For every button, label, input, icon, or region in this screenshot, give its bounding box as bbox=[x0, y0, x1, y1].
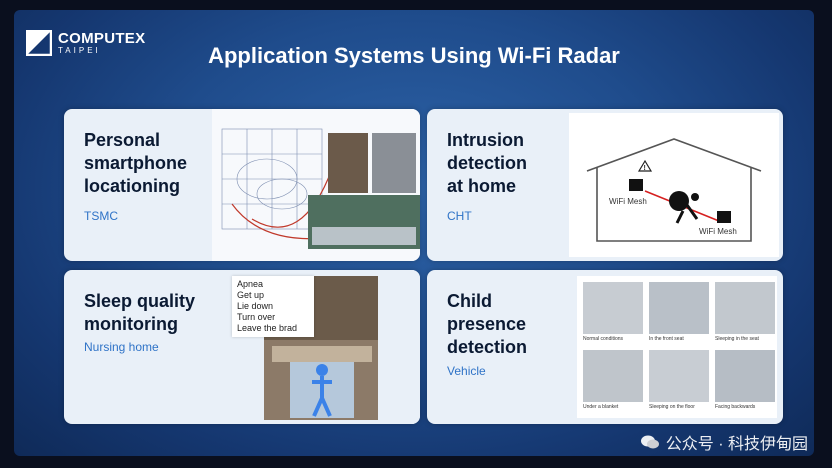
card-subtitle: Vehicle bbox=[447, 364, 486, 378]
card-subtitle: TSMC bbox=[84, 209, 118, 223]
watermark-text: 公众号 · 科技伊甸园 bbox=[665, 436, 808, 453]
card-sleep-monitoring: Sleep quality monitoring Nursing home Ap… bbox=[64, 270, 420, 424]
logo-line1: COMPUTEX bbox=[58, 29, 146, 47]
computex-logo: COMPUTEX TAIPEI bbox=[25, 29, 146, 57]
wifi-mesh-label-left: WiFi Mesh bbox=[609, 197, 647, 206]
activity-item: Turn over bbox=[237, 312, 276, 322]
card-heading: Personal smartphone locationing bbox=[84, 130, 188, 196]
seat-caption: Under a blanket bbox=[583, 404, 619, 410]
card-child-presence: Child presence detection Vehicle Normal … bbox=[427, 270, 783, 424]
card-smartphone-locationing: Personal smartphone locationing TSMC bbox=[64, 109, 420, 261]
activity-item: Apnea bbox=[237, 279, 264, 289]
seat-caption: Facing backwards bbox=[715, 404, 756, 410]
seat-caption: In the front seat bbox=[649, 336, 684, 342]
slide-title: Application Systems Using Wi-Fi Radar bbox=[208, 43, 620, 68]
card-heading: Sleep quality monitoring bbox=[84, 291, 196, 334]
wechat-icon bbox=[640, 434, 660, 450]
wifi-mesh-label-right: WiFi Mesh bbox=[699, 227, 737, 236]
floorplan-image bbox=[212, 109, 420, 261]
svg-text:!: ! bbox=[644, 165, 646, 172]
house-diagram: ! WiFi Mesh WiFi Mesh bbox=[569, 113, 779, 257]
card-heading: Child presence detection bbox=[447, 291, 528, 357]
seat-caption: Normal conditions bbox=[583, 336, 624, 342]
seat-caption: Sleeping on the floor bbox=[649, 404, 695, 410]
card-heading: Intrusion detection at home bbox=[447, 130, 528, 196]
presentation-slide: COMPUTEX TAIPEI Application Systems Usin… bbox=[14, 10, 814, 456]
wechat-watermark: 公众号 · 科技伊甸园 bbox=[640, 430, 808, 454]
seat-caption: Sleeping in the seat bbox=[715, 336, 759, 342]
activity-item: Leave the brad bbox=[237, 323, 298, 333]
logo-line2: TAIPEI bbox=[58, 45, 101, 55]
activity-item: Get up bbox=[237, 290, 265, 300]
card-subtitle: Nursing home bbox=[84, 340, 159, 354]
computex-logo-icon bbox=[25, 29, 53, 57]
card-subtitle: CHT bbox=[447, 209, 472, 223]
bedroom-image: Apnea Get up Lie down Turn over Leave th… bbox=[212, 270, 420, 424]
child-seat-grid: Normal conditions In the front seat Slee… bbox=[577, 276, 777, 418]
card-intrusion-detection: Intrusion detection at home CHT ! WiFi M… bbox=[427, 109, 783, 261]
activity-list: Apnea Get up Lie down Turn over Leave th… bbox=[232, 276, 314, 337]
activity-item: Lie down bbox=[237, 301, 274, 311]
